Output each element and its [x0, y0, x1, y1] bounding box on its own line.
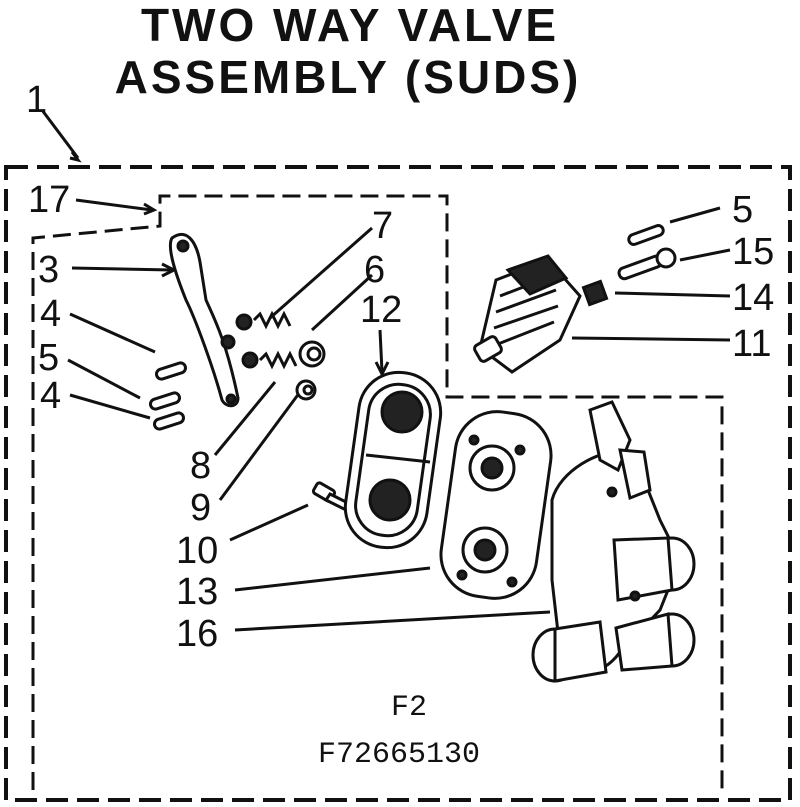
figure-id: F2 — [391, 691, 427, 725]
title-line-2: ASSEMBLY (SUDS) — [114, 51, 582, 103]
gasket-part — [343, 370, 443, 550]
callout-6: 6 — [364, 249, 385, 291]
callout-17: 17 — [28, 179, 70, 221]
callout-4b: 4 — [40, 375, 61, 417]
solenoid-coil-part — [473, 254, 582, 374]
right-fasteners — [581, 224, 677, 307]
callout-8: 8 — [190, 445, 211, 487]
pins-left — [148, 361, 188, 431]
callout-3: 3 — [38, 249, 59, 291]
callout-labels: 1 17 3 4 5 4 7 6 12 8 9 10 13 16 5 15 14… — [26, 79, 774, 655]
valve-body-part — [531, 400, 696, 683]
assembly-border — [4, 165, 792, 802]
callout-12: 12 — [360, 289, 402, 331]
callout-7: 7 — [372, 205, 393, 247]
callout-16: 16 — [176, 613, 218, 655]
lever-arm-part — [168, 232, 240, 408]
subassembly-outline — [31, 194, 724, 790]
callout-9: 9 — [190, 487, 211, 529]
springs-part — [235, 310, 298, 370]
callout-15: 15 — [732, 231, 774, 273]
leader-lines — [40, 109, 731, 632]
callout-14: 14 — [732, 277, 774, 319]
callout-11: 11 — [732, 323, 771, 365]
diaphragm-plate-part — [439, 410, 553, 600]
callout-5a: 5 — [38, 337, 59, 379]
callout-5b: 5 — [732, 189, 753, 231]
callout-10: 10 — [176, 530, 218, 572]
callout-13: 13 — [176, 571, 218, 613]
part-code: F72665130 — [318, 738, 480, 772]
title-line-1: TWO WAY VALVE — [140, 0, 560, 51]
bushings-part — [295, 340, 326, 401]
callout-4a: 4 — [40, 293, 61, 335]
callout-1: 1 — [26, 79, 47, 121]
